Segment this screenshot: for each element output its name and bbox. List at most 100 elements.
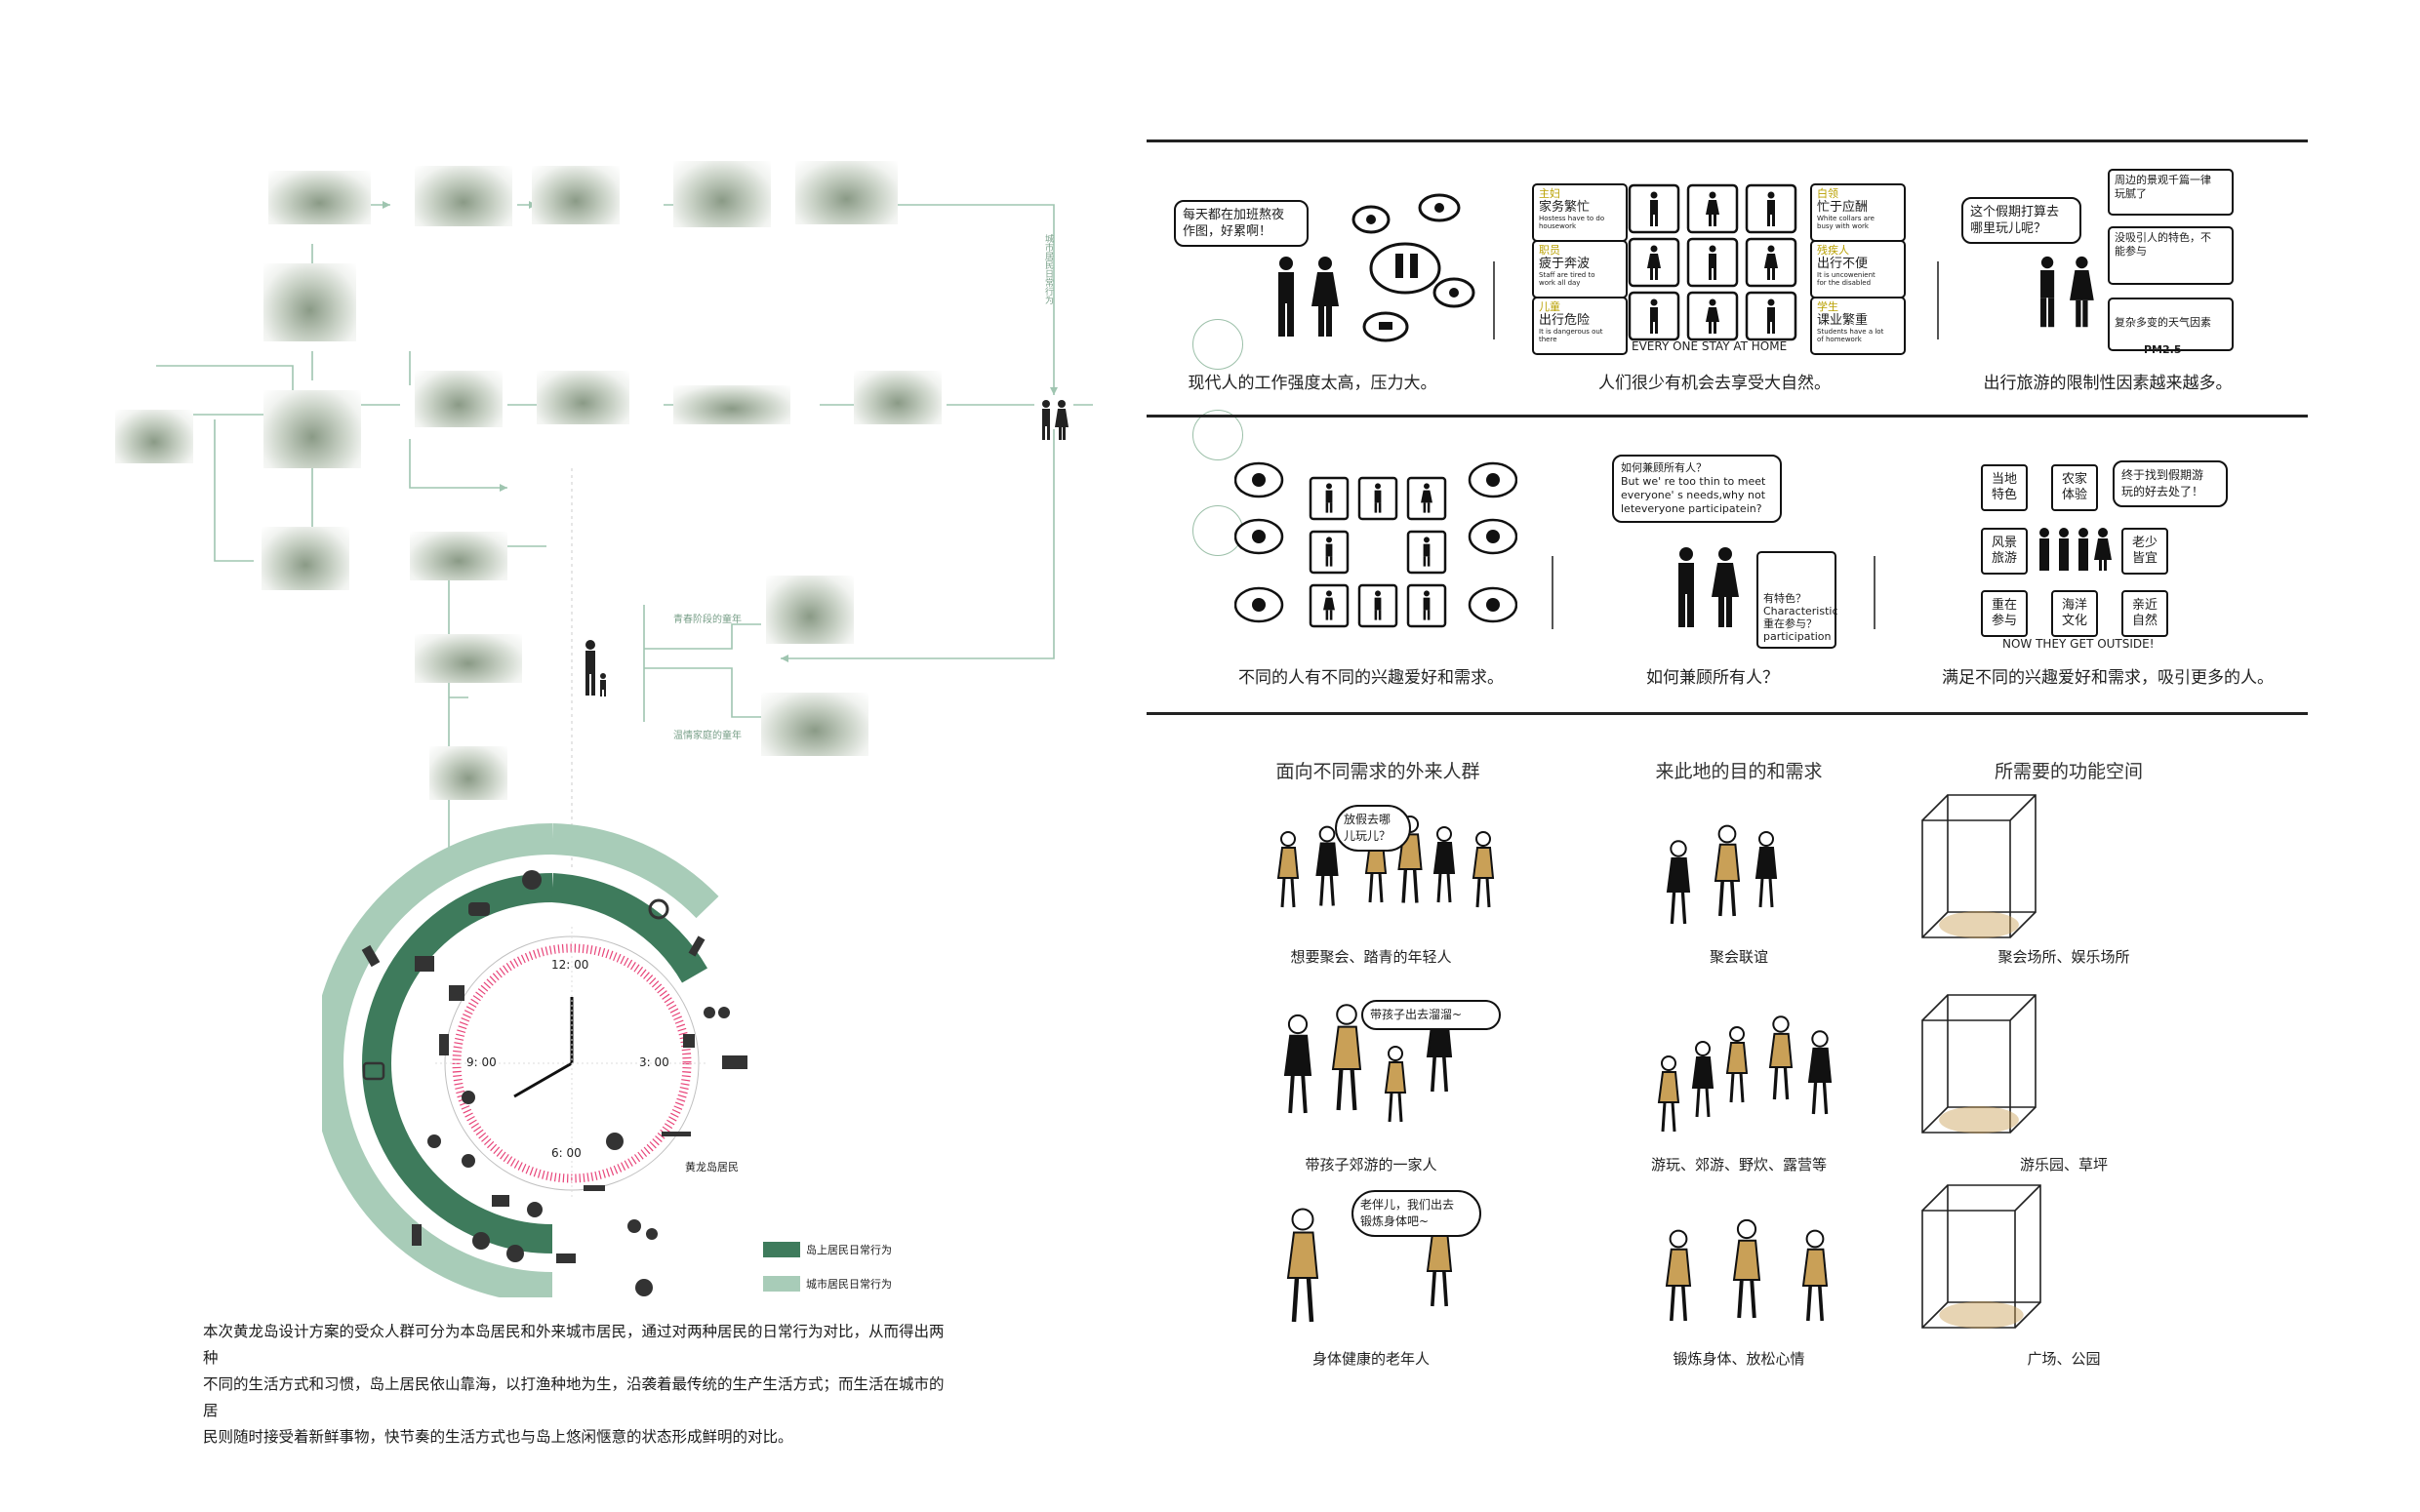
clock-label-9: 9: 00: [466, 1055, 497, 1069]
divider: [1147, 712, 2308, 715]
row3-caption: 聚会联谊: [1709, 948, 1769, 966]
speech-bubble: 终于找到假期游 玩的好去处了！: [2113, 460, 2228, 507]
person-figure: [1657, 1055, 1680, 1133]
person-figure: [1276, 831, 1300, 908]
photo-card: [429, 746, 507, 800]
row3-caption: 广场、公园: [2027, 1350, 2101, 1368]
function-space-cube: [1921, 994, 2037, 1134]
role-en: It is uncowenient for the disabled: [1817, 271, 1876, 287]
divider: [1552, 556, 1553, 629]
speech-bubble: 这个假期打算去 哪里玩儿呢？: [1961, 197, 2081, 244]
intro-line: 不同的生活方式和习惯，岛上居民依山靠海，以打渔种地为生，沿袭着最传统的生产生活方…: [203, 1375, 945, 1419]
vertical-flow-label: 城市居民日常行为: [1043, 234, 1053, 304]
role-en: White collars are busy with work: [1817, 215, 1875, 230]
function-space-cube: [1921, 1184, 2041, 1329]
grid-cell: [1686, 183, 1739, 234]
person-figure: [1732, 1218, 1761, 1319]
grid-cell: [1406, 476, 1447, 521]
photo-card: [766, 576, 854, 644]
photo-card: [532, 166, 620, 224]
panel-caption: 如何兼顾所有人？: [1646, 668, 1779, 688]
person-figure: [1801, 1229, 1829, 1322]
grid-cell: [1406, 583, 1447, 628]
photo-card: [268, 171, 371, 224]
feature-tile: 海洋 文化: [2051, 590, 2098, 637]
photo-card: [673, 161, 771, 227]
speech-bubble: 放假去哪 儿玩儿？: [1335, 805, 1411, 852]
resident-family-icon: [1042, 400, 1069, 440]
grid-cell: [1686, 237, 1739, 288]
row3-caption: 想要聚会、踏青的年轻人: [1290, 948, 1452, 966]
grid-cell: [1357, 476, 1398, 521]
function-space-cube: [1921, 794, 2037, 938]
panel-caption: 人们很少有机会去享受大自然。: [1598, 374, 1831, 393]
divider: [1874, 556, 1876, 629]
divider: [1937, 261, 1939, 339]
role-title: 主妇: [1539, 187, 1560, 200]
stay-home-grid: [1628, 183, 1797, 341]
hobby-bubble: [1234, 461, 1284, 498]
flow-node: [1192, 410, 1243, 460]
constraint-box: 周边的景观千篇一律 玩腻了: [2108, 169, 2234, 216]
role-title: 职员: [1539, 244, 1560, 257]
row3-caption: 游玩、郊游、野炊、露营等: [1650, 1156, 1828, 1174]
role-cn: 课业繁重: [1817, 313, 1869, 328]
photo-card: [854, 371, 942, 424]
photo-card: [415, 371, 503, 427]
role-cn: 家务繁忙: [1539, 200, 1591, 215]
feature-tile: 农家 体验: [2051, 464, 2098, 511]
intro-paragraph: 本次黄龙岛设计方案的受众人群可分为本岛居民和外来城市居民，通过对两种居民的日常行…: [203, 1319, 954, 1451]
person-figure: [1331, 1004, 1362, 1111]
flow-node: [1192, 319, 1243, 370]
constraint-box: 没吸引人的特色，不 能参与: [2108, 226, 2234, 285]
hobby-bubble: [1468, 586, 1517, 623]
photo-card: [795, 161, 898, 224]
divider: [1147, 415, 2308, 418]
hobby-bubble: [1468, 518, 1517, 555]
person-figure: [1754, 831, 1778, 908]
hobby-grid: [1234, 461, 1517, 628]
characteristic-box: 有特色？ Characteristic 重在参与？ participation: [1756, 551, 1838, 649]
row3-caption: 聚会场所、娱乐场所: [1997, 948, 2130, 966]
photo-card: [262, 527, 349, 590]
panel-caption: 现代人的工作强度太高，压力大。: [1188, 374, 1437, 393]
role-title: 白领: [1817, 187, 1838, 200]
person-figure: [1768, 1015, 1794, 1100]
hobby-bubble: [1234, 518, 1284, 555]
constraint-text: 复杂多变的天气因素: [2115, 316, 2211, 329]
row3-caption: 锻炼身体、放松心情: [1673, 1350, 1805, 1368]
feature-tile: 风景 旅游: [1981, 528, 2028, 575]
role-cn: 忙于应酬: [1817, 200, 1869, 215]
speech-bubble: 老伴儿，我们出去 锻炼身体吧~: [1351, 1190, 1481, 1237]
grid-cell: [1357, 583, 1398, 628]
role-en: Staff are tired to work all day: [1539, 271, 1595, 287]
person-figure: [1807, 1030, 1833, 1115]
grid-cell: [1686, 291, 1739, 341]
divider: [1493, 261, 1495, 339]
grid-cell: [1628, 291, 1680, 341]
hobby-bubble: [1234, 586, 1284, 623]
photo-card: [537, 371, 629, 424]
photo-card: [761, 693, 868, 756]
role-title: 残疾人: [1817, 244, 1849, 257]
column-header: 来此地的目的和需求: [1655, 761, 1823, 782]
person-figure: [1283, 1014, 1312, 1114]
minute-hand: [513, 1061, 573, 1098]
clock-label-6: 6: 00: [551, 1146, 582, 1160]
row3-caption: 游乐园、草坪: [2019, 1156, 2109, 1174]
person-figure: [1691, 1041, 1714, 1118]
person-figure: [1472, 831, 1495, 908]
feature-tile: 亲近 自然: [2121, 590, 2168, 637]
grid-cell: [1745, 237, 1797, 288]
clock-label-12: 12: 00: [551, 958, 589, 972]
feature-tile: 老少 皆宜: [2121, 528, 2168, 575]
couple-icon: [1278, 257, 1339, 337]
parent-child-icon: [585, 640, 606, 696]
flow-connectors: [156, 201, 1093, 868]
legend-label-city: 城市居民日常行为: [806, 1278, 892, 1291]
role-cn: 出行危险: [1539, 313, 1591, 328]
photo-card: [263, 263, 356, 341]
panel-caption: 不同的人有不同的兴趣爱好和需求。: [1238, 668, 1504, 688]
constraint-box: 复杂多变的天气因素 PM2.5: [2108, 298, 2234, 356]
